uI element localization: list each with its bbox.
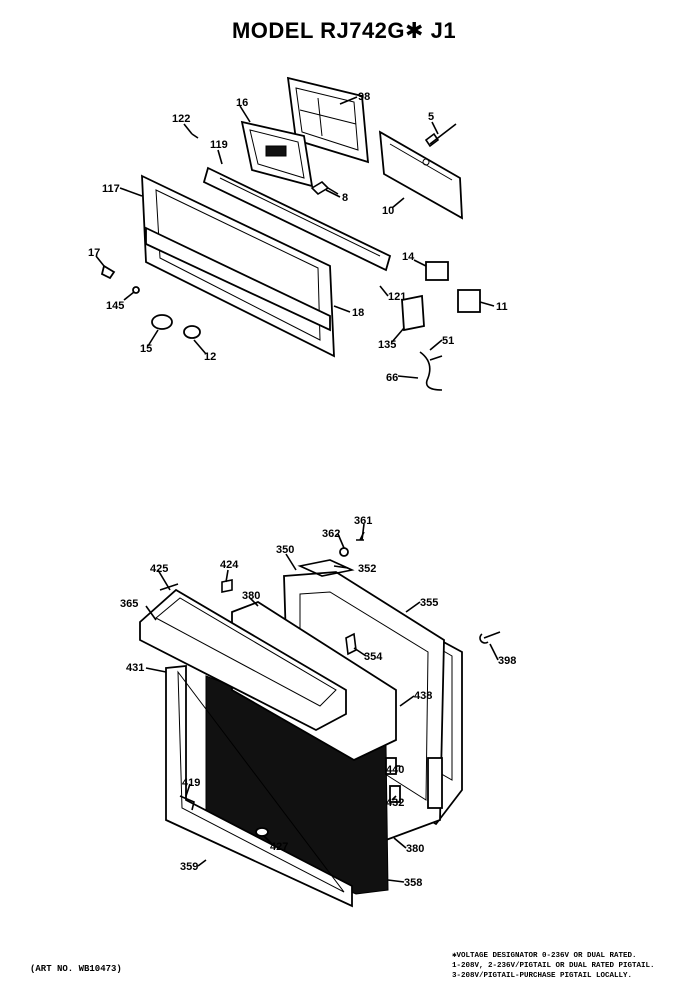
part-419-corner	[179, 795, 195, 811]
callout-425: 425	[150, 563, 168, 575]
part-119-board	[202, 166, 392, 272]
callout-135: 135	[378, 339, 396, 351]
callout-358: 358	[404, 877, 422, 889]
callout-359: 359	[180, 861, 198, 873]
callout-354: 354	[364, 651, 383, 663]
part-16-module	[240, 120, 314, 188]
part-12-knob	[183, 325, 201, 339]
art-number: (ART NO. WB10473)	[30, 964, 122, 974]
part-10-panel	[378, 130, 463, 220]
part-424-clip	[221, 579, 233, 593]
callout-427: 427	[270, 841, 288, 853]
callout-119: 119	[210, 139, 228, 151]
upper-assembly-drawing: 98 16 122 5 119 117 8 10 17 14 145 121 1…	[88, 76, 508, 391]
part-427-clip	[255, 827, 269, 837]
part-432-hinge	[389, 785, 401, 803]
part-362-washer	[339, 547, 349, 557]
callout-5: 5	[428, 111, 434, 123]
callout-145: 145	[106, 300, 124, 312]
part-135-bracket	[401, 294, 425, 332]
upper-callout-labels: 98 16 122 5 119 117 8 10 17 14 145 121 1…	[88, 91, 508, 384]
part-117-frame	[141, 174, 335, 358]
part-352-gasket	[297, 559, 355, 577]
callout-15: 15	[140, 343, 152, 355]
callout-122: 122	[172, 113, 190, 125]
callout-362: 362	[322, 528, 340, 540]
part-8-stem	[310, 180, 339, 196]
note-line: 3-208V/PIGTAIL-PURCHASE PIGTAIL LOCALLY.	[452, 972, 633, 980]
callout-17: 17	[88, 247, 100, 259]
upper-leader-lines	[95, 96, 495, 379]
part-11-relay	[457, 289, 481, 313]
callout-432: 432	[386, 797, 404, 809]
page-title: MODEL RJ742G✱ J1	[231, 18, 457, 43]
part-5-sensor	[424, 123, 457, 148]
callout-16: 16	[236, 97, 248, 109]
callout-121: 121	[388, 291, 406, 303]
part-15-knob	[151, 314, 173, 330]
part-365-handle	[139, 588, 347, 732]
callout-66: 66	[386, 372, 398, 384]
callout-419: 419	[182, 777, 200, 789]
callout-361: 361	[354, 515, 372, 527]
part-17-cap	[100, 264, 116, 280]
callout-350: 350	[276, 544, 294, 556]
callout-431: 431	[126, 662, 144, 674]
callout-98: 98	[358, 91, 370, 103]
part-359-front-frame	[165, 665, 353, 908]
callout-424: 424	[220, 559, 239, 571]
voltage-notes: ✱VOLTAGE DESIGNATOR 0-236V OR DUAL RATED…	[452, 951, 655, 981]
note-line: 1-208V, 2-236V/PIGTAIL OR DUAL RATED PIG…	[452, 962, 655, 970]
lower-assembly-drawing: 361 362 350 352 424 425 380 355 365 354 …	[120, 515, 516, 908]
callout-18: 18	[352, 307, 364, 319]
callout-440: 440	[386, 764, 404, 776]
callout-365: 365	[120, 598, 138, 610]
callout-380-upper: 380	[242, 590, 260, 602]
part-398-screw	[479, 631, 501, 644]
callout-8: 8	[342, 192, 348, 204]
callout-380-lower: 380	[406, 843, 424, 855]
callout-398: 398	[498, 655, 516, 667]
callout-117: 117	[102, 183, 120, 195]
lower-leader-lines	[145, 523, 499, 883]
callout-51: 51	[442, 335, 454, 347]
part-98-bracket	[286, 76, 370, 164]
part-66-cord	[419, 351, 443, 391]
callout-10: 10	[382, 205, 394, 217]
callout-14: 14	[402, 251, 415, 263]
callout-12: 12	[204, 351, 216, 363]
callout-355: 355	[420, 597, 438, 609]
callout-438: 438	[414, 690, 432, 702]
part-438-bracket	[427, 757, 443, 809]
callout-11: 11	[496, 301, 508, 313]
part-145-screw	[132, 286, 140, 294]
part-14-switch	[425, 261, 449, 281]
lower-callout-labels: 361 362 350 352 424 425 380 355 365 354 …	[120, 515, 516, 889]
callout-352: 352	[358, 563, 376, 575]
note-line: ✱VOLTAGE DESIGNATOR 0-236V OR DUAL RATED…	[452, 952, 637, 960]
part-122-clip	[191, 133, 199, 139]
